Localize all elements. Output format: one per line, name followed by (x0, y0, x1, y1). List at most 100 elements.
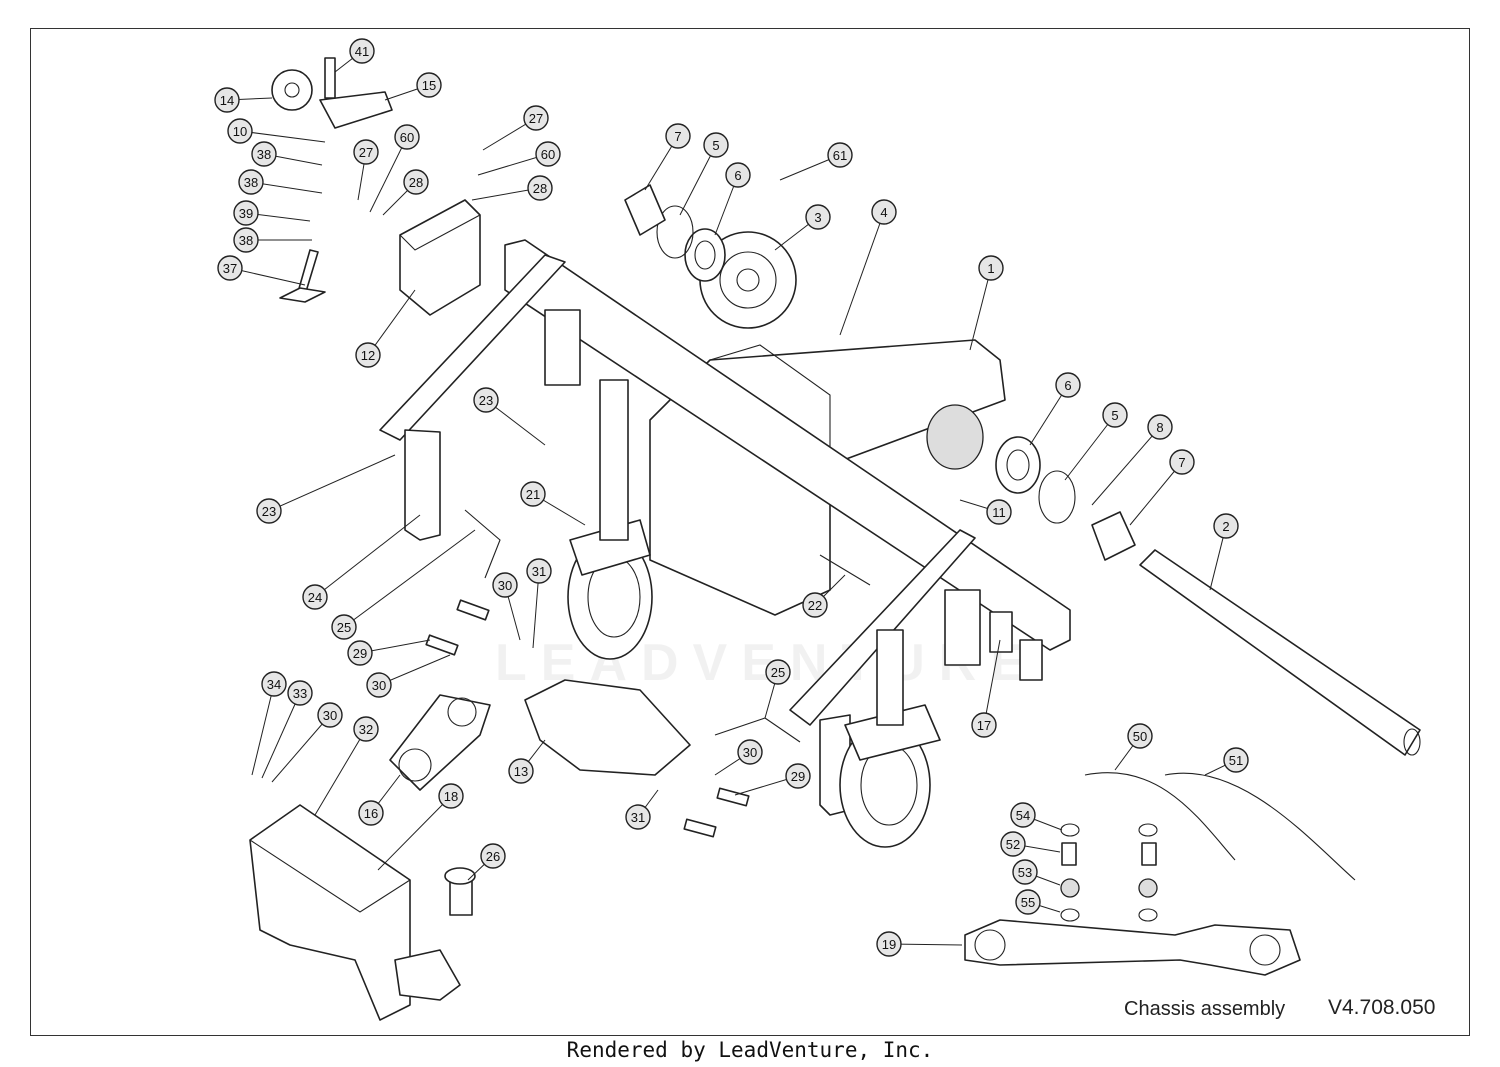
callout-c17: 17 (971, 712, 997, 738)
callout-c25b: 25 (765, 659, 791, 685)
callout-circle (785, 763, 811, 789)
callout-label: 1 (987, 261, 994, 276)
leader-c23b (268, 454, 396, 512)
callout-circle (349, 38, 375, 64)
callout-c34: 34 (261, 671, 287, 697)
callout-label: 25 (337, 620, 351, 635)
callout-label: 27 (359, 145, 373, 160)
footer-credit: Rendered by LeadVenture, Inc. (566, 1038, 934, 1062)
leader-c17 (983, 639, 1001, 726)
callout-circle (535, 141, 561, 167)
callout-circle (355, 342, 381, 368)
callout-c2: 2 (1213, 513, 1239, 539)
hitch-link (389, 694, 491, 791)
callout-label: 26 (486, 849, 500, 864)
callout-c18: 18 (438, 783, 464, 809)
callout-circle (1223, 747, 1249, 773)
callout-label: 38 (257, 147, 271, 162)
callout-c60b: 60 (535, 141, 561, 167)
callout-label: 7 (1178, 455, 1185, 470)
leader-c34 (251, 683, 275, 776)
callout-label: 61 (833, 148, 847, 163)
callout-circle (520, 481, 546, 507)
callout-label: 6 (734, 168, 741, 183)
leader-c5a (679, 144, 717, 216)
callout-c31a: 31 (526, 558, 552, 584)
callout-label: 55 (1021, 895, 1035, 910)
leader-c33 (261, 692, 301, 779)
callout-c55: 55 (1015, 889, 1041, 915)
callout-label: 23 (262, 504, 276, 519)
callout-c11: 11 (986, 499, 1012, 525)
callout-circle (802, 592, 828, 618)
callout-circle (331, 614, 357, 640)
callout-label: 29 (353, 646, 367, 661)
callout-circle (287, 680, 313, 706)
callout-label: 4 (880, 205, 887, 220)
callout-label: 24 (308, 590, 322, 605)
callout-c12: 12 (355, 342, 381, 368)
callout-circle (703, 132, 729, 158)
callout-circle (725, 162, 751, 188)
callout-circle (238, 169, 264, 195)
leader-c31a (532, 570, 540, 649)
callout-c23b: 23 (256, 498, 282, 524)
callout-c10: 10 (227, 118, 253, 144)
leader-c25a (343, 529, 476, 628)
callout-circle (1000, 831, 1026, 857)
tensioner-sprocket (271, 69, 313, 111)
callout-label: 15 (422, 78, 436, 93)
callout-label: 12 (361, 348, 375, 363)
leader-c32 (314, 728, 367, 816)
callout-circle (971, 712, 997, 738)
callout-label: 39 (239, 206, 253, 221)
leader-c12 (367, 289, 416, 356)
callout-circle (473, 387, 499, 413)
callout-c50: 50 (1127, 723, 1153, 749)
callout-c26: 26 (480, 843, 506, 869)
callout-c37: 37 (217, 255, 243, 281)
callout-circle (302, 584, 328, 610)
callout-label: 51 (1229, 753, 1243, 768)
callout-c28b: 28 (527, 175, 553, 201)
callout-circle (366, 672, 392, 698)
callout-label: 7 (674, 129, 681, 144)
callout-c6a: 6 (725, 162, 751, 188)
callout-circle (217, 255, 243, 281)
callout-c27a: 27 (353, 139, 379, 165)
callout-label: 52 (1006, 837, 1020, 852)
title-block-name: Chassis assembly (1124, 998, 1286, 1020)
callout-circle (317, 702, 343, 728)
callout-label: 31 (532, 564, 546, 579)
hitch-bracket (249, 804, 411, 1021)
callout-c23a: 23 (473, 387, 499, 413)
callout-label: 28 (409, 175, 423, 190)
callout-label: 6 (1064, 378, 1071, 393)
callout-circle (978, 255, 1004, 281)
leader-c10 (239, 130, 326, 143)
leader-c60a (369, 136, 408, 213)
left-leg (404, 429, 441, 541)
callout-c3: 3 (805, 204, 831, 230)
hydraulic-cylinder (964, 919, 1301, 976)
callout-label: 11 (992, 505, 1006, 520)
callout-c61: 61 (827, 142, 853, 168)
callout-label: 13 (514, 764, 528, 779)
callout-label: 38 (239, 233, 253, 248)
callout-c21: 21 (520, 481, 546, 507)
callout-circle (353, 716, 379, 742)
leader-c18 (377, 795, 452, 871)
bracket-box (399, 199, 481, 316)
callout-label: 54 (1016, 808, 1030, 823)
callout-circle (1012, 859, 1038, 885)
callout-c60a: 60 (394, 124, 420, 150)
callout-c4: 4 (871, 199, 897, 225)
callout-circle (1147, 414, 1173, 440)
callout-circle (871, 199, 897, 225)
callout-c19: 19 (876, 931, 902, 957)
leader-c30c (271, 714, 331, 783)
callout-circle (986, 499, 1012, 525)
callout-label: 29 (791, 769, 805, 784)
left-cross-bar (379, 254, 566, 441)
right-cross-bar (789, 529, 976, 726)
